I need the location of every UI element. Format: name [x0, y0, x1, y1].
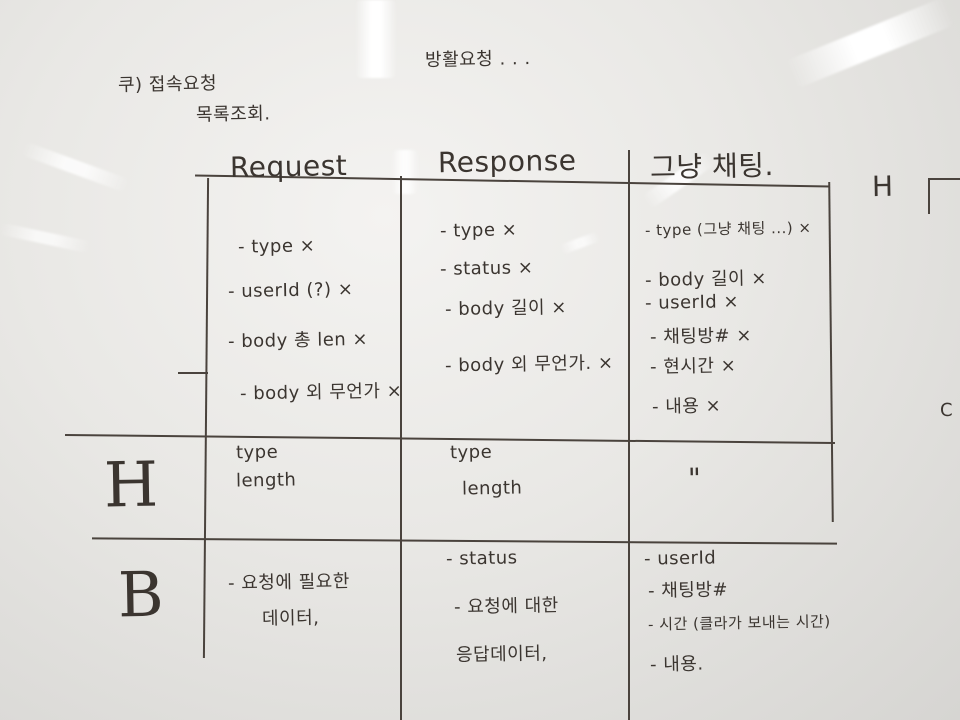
row-marker-header: H — [103, 447, 160, 522]
response-item: - body 길이 × — [444, 296, 568, 321]
column-header-request: Request — [229, 148, 348, 185]
request-item: - type × — [237, 235, 316, 258]
right-edge-h-marker: H — [871, 169, 894, 204]
response-item: - type × — [439, 219, 518, 242]
light-reflection — [559, 231, 601, 255]
right-edge-c-mark: C — [939, 399, 954, 422]
body-cell-response: - status — [445, 547, 518, 570]
header-note-line1: 쿠) 접속요청 — [117, 73, 218, 96]
right-edge-box — [928, 178, 960, 180]
chat-item: - userId × — [644, 291, 740, 314]
light-reflection — [0, 222, 91, 254]
left-tick — [178, 372, 208, 374]
header-cell-response-type: type — [449, 441, 493, 464]
body-cell-request: 데이터, — [261, 607, 320, 630]
body-cell-chat: - 채팅방# — [647, 579, 729, 602]
body-cell-response: - 요청에 대한 — [453, 595, 559, 618]
chat-item: - 현시간 × — [649, 355, 737, 378]
chat-item: - 내용 × — [651, 395, 722, 418]
body-cell-request: - 요청에 필요한 — [227, 570, 351, 595]
body-cell-chat: - userId — [643, 547, 717, 570]
body-cell-chat: - 시간 (클라가 보내는 시간) — [647, 612, 831, 634]
table-right-border — [828, 181, 834, 523]
right-edge-box-side — [928, 178, 930, 214]
header-note-top-right: 방활요청 . . . — [424, 48, 531, 71]
chat-item: - 채팅방# × — [649, 325, 752, 348]
column-header-chat: 그냥 채팅. — [649, 148, 775, 185]
request-item: - userId (?) × — [227, 278, 354, 303]
header-note-line2: 목록조회. — [195, 103, 271, 126]
header-cell-chat-ditto: " — [687, 461, 702, 496]
light-reflection — [20, 141, 130, 193]
response-item: - status × — [439, 257, 534, 280]
request-item: - body 총 len × — [227, 328, 369, 353]
light-reflection — [785, 0, 955, 89]
column-divider-1 — [400, 176, 402, 720]
body-cell-chat: - 내용. — [649, 653, 704, 676]
light-reflection — [392, 150, 418, 194]
row-marker-body: B — [117, 557, 165, 632]
chat-item: - type (그냥 채팅 ...) × — [644, 218, 812, 240]
chat-item: - body 길이 × — [644, 267, 768, 292]
header-cell-response-length: length — [461, 477, 523, 500]
light-reflection — [355, 0, 397, 78]
request-item: - body 외 무언가 × — [239, 380, 403, 405]
header-cell-request-length: length — [235, 469, 297, 492]
response-item: - body 외 무언가. × — [444, 352, 614, 377]
table-left-border — [202, 178, 210, 658]
body-cell-response: 응답데이터, — [455, 643, 548, 666]
column-divider-2 — [628, 150, 630, 720]
column-header-response: Response — [437, 143, 577, 180]
header-cell-request-type: type — [235, 441, 279, 464]
